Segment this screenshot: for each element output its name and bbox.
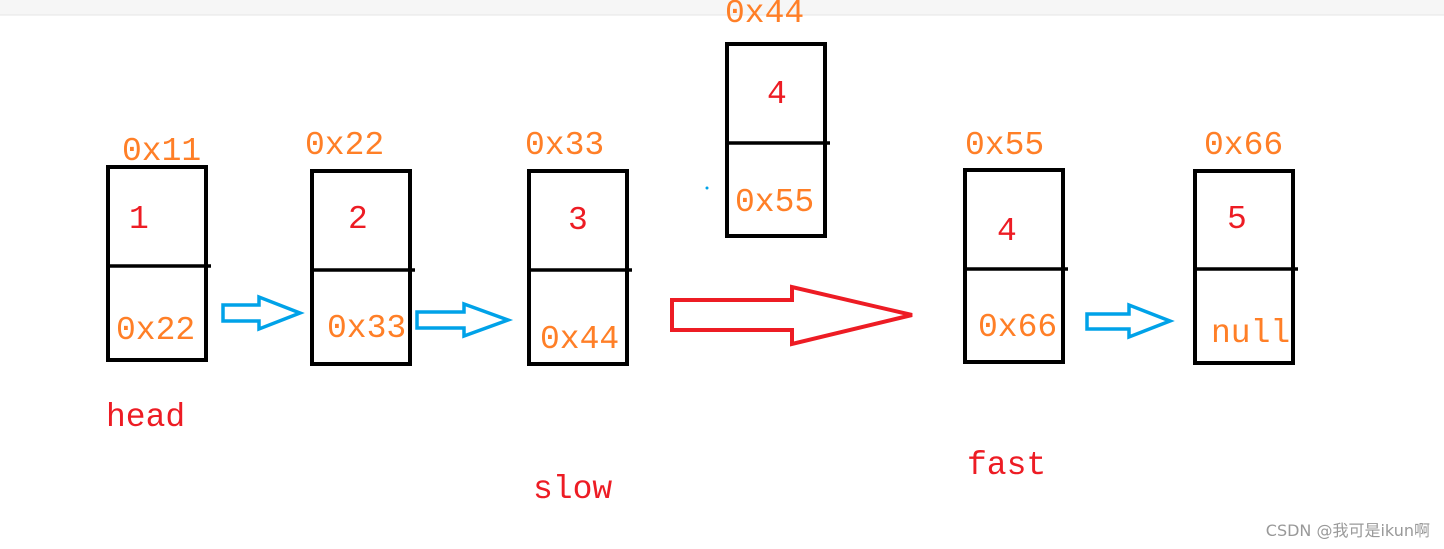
node-5-box bbox=[963, 168, 1065, 364]
node-5-address: 0x55 bbox=[965, 127, 1044, 164]
node-1-box bbox=[106, 165, 208, 362]
node-6-address: 0x66 bbox=[1204, 127, 1283, 164]
node-4-value: 4 bbox=[767, 76, 787, 113]
fast-label: fast bbox=[967, 447, 1046, 484]
node-4-box bbox=[725, 42, 827, 238]
slow-label: slow bbox=[533, 471, 612, 508]
head-label: head bbox=[106, 399, 185, 436]
node-2-value: 2 bbox=[348, 201, 368, 238]
pointer-arrow-1-to-2 bbox=[221, 294, 305, 332]
watermark: CSDN @我可是ikun啊 bbox=[1266, 521, 1430, 540]
node-4-next: 0x55 bbox=[735, 184, 814, 221]
list-node-3: 0x33 3 0x44 bbox=[525, 127, 632, 366]
node-1-next: 0x22 bbox=[116, 312, 195, 349]
node-6-box bbox=[1193, 169, 1295, 365]
node-6-value: 5 bbox=[1227, 201, 1247, 238]
list-node-6: 0x66 5 null bbox=[1193, 127, 1298, 365]
node-2-box bbox=[310, 169, 412, 366]
top-strip bbox=[0, 0, 1444, 15]
list-node-4: 0x44 4 0x55 bbox=[725, 0, 830, 238]
node-2-next: 0x33 bbox=[327, 310, 406, 347]
node-4-address: 0x44 bbox=[725, 0, 804, 32]
list-node-5: 0x55 4 0x66 bbox=[963, 127, 1068, 364]
node-1-address: 0x11 bbox=[122, 133, 201, 170]
pointer-arrow-5-to-6 bbox=[1085, 302, 1175, 340]
node-3-address: 0x33 bbox=[525, 127, 604, 164]
node-2-address: 0x22 bbox=[305, 127, 384, 164]
node-6-next: null bbox=[1211, 315, 1290, 352]
node-5-next: 0x66 bbox=[978, 309, 1057, 346]
node-3-next: 0x44 bbox=[540, 321, 619, 358]
node-3-value: 3 bbox=[568, 202, 588, 239]
node-1-value: 1 bbox=[129, 201, 149, 238]
jump-arrow-slow-to-fast bbox=[670, 284, 913, 347]
list-node-1: 0x11 1 0x22 bbox=[106, 133, 211, 362]
node-5-value: 4 bbox=[997, 213, 1017, 250]
stray-dot bbox=[705, 186, 709, 190]
pointer-arrow-2-to-3 bbox=[415, 301, 514, 339]
node-3-box bbox=[527, 169, 629, 366]
list-node-2: 0x22 2 0x33 bbox=[305, 127, 415, 366]
